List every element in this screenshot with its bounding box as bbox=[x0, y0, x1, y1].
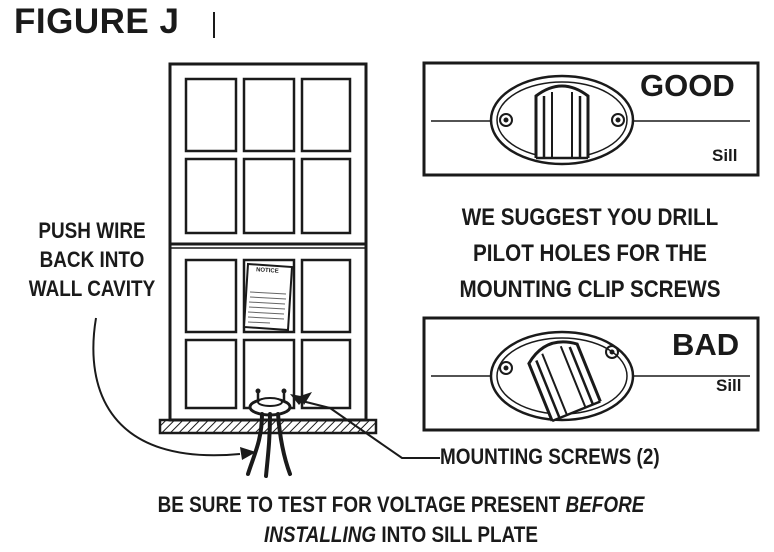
push-wire-line-2: BACK INTO bbox=[39, 247, 145, 272]
title-cursor-bar bbox=[213, 12, 215, 38]
good-panel bbox=[422, 61, 760, 177]
push-wire-line-1: PUSH WIRE bbox=[38, 218, 146, 243]
voltage-warning-emphasis-2: INSTALLING bbox=[263, 522, 377, 547]
push-wire-caption: PUSH WIRE BACK INTO WALL CAVITY bbox=[10, 216, 173, 303]
mounting-screws-leaders bbox=[290, 392, 440, 459]
voltage-warning-line-2: INSTALLING INTO SILL PLATE bbox=[139, 520, 664, 550]
good-label: GOOD bbox=[640, 68, 735, 103]
bad-label: BAD bbox=[672, 327, 740, 362]
voltage-warning-line-1: BE SURE TO TEST FOR VOLTAGE PRESENT BEFO… bbox=[139, 490, 664, 520]
good-sill-label: Sill bbox=[712, 146, 738, 165]
mounting-screws-caption: MOUNTING SCREWS (2) bbox=[440, 444, 660, 469]
push-wire-leader bbox=[92, 317, 256, 460]
voltage-warning-caption: BE SURE TO TEST FOR VOLTAGE PRESENT BEFO… bbox=[139, 490, 664, 550]
window bbox=[168, 62, 368, 422]
pilot-holes-line-3: MOUNTING CLIP SCREWS bbox=[459, 276, 721, 303]
voltage-warning-emphasis-1: BEFORE bbox=[565, 492, 645, 517]
pilot-holes-caption: WE SUGGEST YOU DRILL PILOT HOLES FOR THE… bbox=[435, 200, 745, 308]
push-wire-line-3: WALL CAVITY bbox=[28, 276, 156, 301]
pilot-holes-line-2: PILOT HOLES FOR THE bbox=[473, 240, 707, 267]
wires bbox=[246, 412, 292, 478]
pilot-holes-line-1: WE SUGGEST YOU DRILL bbox=[461, 204, 719, 231]
bad-sill-label: Sill bbox=[716, 376, 742, 395]
figure-title: FIGURE J bbox=[14, 2, 180, 41]
bad-panel bbox=[422, 316, 760, 432]
notice-sign bbox=[242, 262, 294, 332]
voltage-warning-text-1: BE SURE TO TEST FOR VOLTAGE PRESENT bbox=[157, 492, 566, 517]
voltage-warning-text-2: INTO SILL PLATE bbox=[376, 522, 538, 547]
mounting-clip bbox=[248, 388, 292, 417]
